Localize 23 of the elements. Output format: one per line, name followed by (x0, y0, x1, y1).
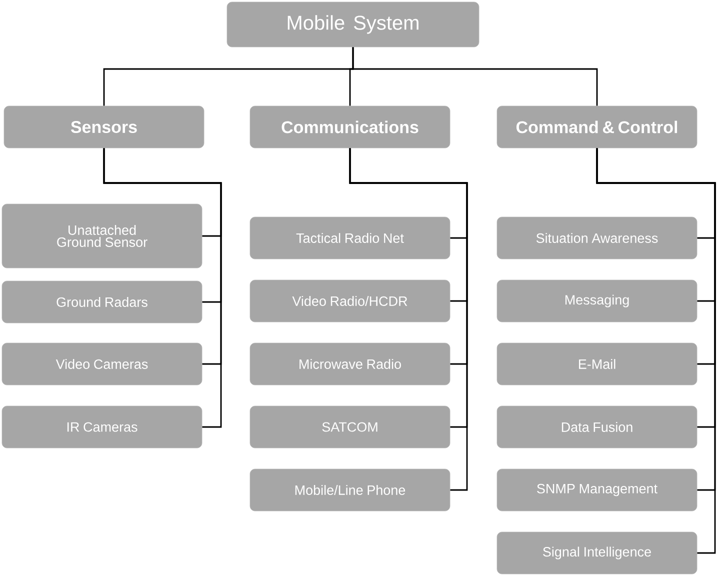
connector-line (596, 148, 716, 554)
item-box: Signal Intelligence (496, 532, 698, 574)
connector-line (352, 47, 598, 106)
item-box: Mobile/Line Phone (250, 468, 450, 512)
item-box: Tactical Radio Net (250, 216, 450, 260)
item-box: E-Mail (496, 342, 698, 386)
connector-line (349, 148, 468, 491)
root-box: Mobile System (226, 2, 480, 48)
item-box: Situation Awareness (496, 216, 698, 260)
item-box: Data Fusion (496, 406, 698, 448)
category-box: Command & Control (496, 106, 698, 148)
category-box: Communications (250, 106, 450, 148)
category-box: Sensors (4, 106, 204, 148)
item-box: Unattached Ground Sensor (2, 204, 202, 268)
item-box: IR Cameras (2, 406, 202, 448)
item-box: Video Radio/HCDR (250, 280, 450, 322)
item-box: Microwave Radio (250, 342, 450, 386)
item-box: SATCOM (250, 406, 450, 448)
connector-line (103, 148, 222, 428)
item-box: Messaging (496, 280, 698, 322)
item-box: SNMP Management (496, 468, 698, 512)
item-box: Ground Radars (2, 280, 202, 324)
item-box: Video Cameras (2, 342, 202, 386)
